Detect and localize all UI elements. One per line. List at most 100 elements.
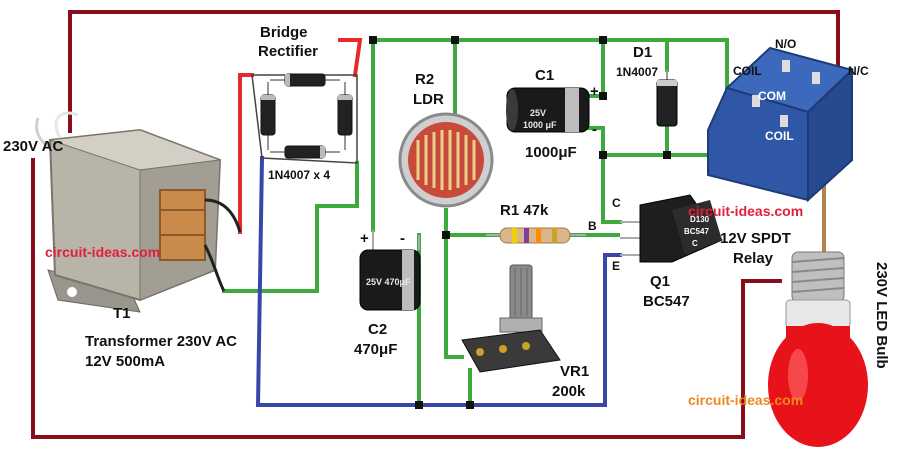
c2-minus: - [400, 230, 405, 247]
d1-body [656, 79, 678, 127]
ldr-to-vr1-wire [444, 208, 464, 359]
q1-face [672, 200, 722, 255]
watermark-right: circuit-ideas.com [688, 203, 803, 219]
positive-rail-top [371, 38, 729, 90]
d1-band [657, 80, 677, 86]
bulb-label: 230V LED Bulb [873, 262, 890, 369]
c1-ref: C1 [535, 67, 554, 84]
vr1-body [461, 329, 561, 373]
ldr-track [416, 130, 476, 190]
resistor-r1: R1 47k [486, 202, 586, 244]
c1-plus: + [590, 83, 599, 100]
vr1-terminal [522, 342, 530, 350]
junction-dot [466, 401, 474, 409]
transformer-ref: T1 [113, 305, 131, 322]
junction-dot [451, 36, 459, 44]
ac-input-label: 230V AC [3, 138, 63, 155]
q1-ref: Q1 [650, 273, 670, 290]
vr1-terminal [499, 345, 507, 353]
relay-coil-bottom: COIL [765, 129, 794, 143]
primary-lead-wire [35, 117, 53, 152]
vr1-ref: VR1 [560, 363, 589, 380]
watermark-bottom: circuit-ideas.com [688, 392, 803, 408]
junction-dots [369, 36, 671, 409]
bulb-highlight [788, 349, 808, 401]
d1-part: 1N4007 [616, 65, 658, 79]
relay-pin [812, 72, 820, 84]
c1-negative-wire [586, 126, 622, 224]
secondary-lead-wire [204, 198, 242, 233]
bridge-title-line2: Rectifier [258, 43, 318, 60]
diode-d1: D1 1N4007 [616, 44, 678, 127]
r1-band [552, 228, 557, 243]
ldr-r2: R2 LDR [398, 71, 494, 208]
c2-value: 470μF [354, 341, 397, 358]
transformer-to-bridge-wire [222, 161, 359, 293]
relay-no: N/O [775, 37, 796, 51]
junction-dot [663, 151, 671, 159]
ground-rail-wire [255, 155, 622, 407]
c1-value: 1000μF [525, 144, 577, 161]
c2-marking: 25V 470μF [366, 277, 411, 287]
bridge-rectifier: Bridge Rectifier 1N4007 x 4 [251, 24, 358, 182]
d1-cathode-wire [601, 38, 669, 72]
c1-marking-2: 1000 μF [523, 120, 557, 130]
c1-stripe [565, 88, 579, 132]
junction-dot [599, 36, 607, 44]
pin-b-label: B [588, 219, 597, 233]
pin-e-label: E [612, 259, 620, 273]
c2-ref: C2 [368, 321, 387, 338]
transformer-desc-line2: 12V 500mA [85, 353, 165, 370]
q1-part: BC547 [643, 293, 690, 310]
relay-pin [780, 115, 788, 127]
relay-com: COM [758, 89, 786, 103]
bridge-diode [270, 145, 340, 159]
transformer-coil [159, 189, 206, 261]
watermark-left: circuit-ideas.com [45, 244, 160, 260]
relay-coil-top: COIL [733, 64, 762, 78]
d1-ref: D1 [633, 44, 652, 61]
r1-band [536, 228, 541, 243]
capacitor-c2: 25V 470μF + - C2 470μF [354, 230, 421, 358]
transformer: T1 Transformer 230V AC 12V 500mA [35, 111, 242, 370]
bridge-diode [337, 82, 353, 150]
relay-desc-line2: Relay [733, 250, 774, 267]
junction-dot [442, 231, 450, 239]
ldr-name: LDR [413, 91, 444, 108]
bridge-diode [260, 82, 276, 150]
r1-band [512, 228, 517, 243]
junction-dot [599, 92, 607, 100]
c1-marking-1: 25V [530, 108, 546, 118]
primary-lead-wire [54, 111, 79, 139]
r1-label: R1 47k [500, 202, 549, 219]
relay-nc: N/C [848, 64, 869, 78]
secondary-lead-wire [203, 244, 226, 292]
transistor-q1: D130 BC547 C C B E Q1 BC547 [588, 194, 723, 310]
q1-marking-2: BC547 [684, 227, 709, 236]
transformer-desc-line1: Transformer 230V AC [85, 333, 237, 350]
relay: N/O N/C COIL COM COIL 12V SPDT Relay [707, 37, 869, 267]
q1-marking-1: D130 [690, 215, 710, 224]
bridge-diodes-label: 1N4007 x 4 [268, 168, 330, 182]
c1-end [506, 89, 518, 131]
relay-pin [752, 95, 760, 107]
capacitor-c1: 25V 1000 μF + - C1 1000μF [506, 67, 599, 161]
led-bulb: 230V LED Bulb [768, 251, 890, 447]
junction-dot [599, 151, 607, 159]
q1-marking-3: C [692, 239, 698, 248]
junction-dot [415, 401, 423, 409]
potentiometer-vr1: VR1 200k [461, 264, 589, 400]
positive-rail-wire [338, 38, 363, 78]
c2-stripe [402, 250, 414, 310]
pin-c-label: C [612, 196, 621, 210]
bridge-to-transformer-wire [238, 73, 254, 234]
vr1-bushing [499, 317, 543, 333]
transformer-mount-hole [67, 287, 77, 297]
c1-minus: - [592, 121, 597, 138]
bridge-diode [270, 73, 340, 87]
relay-side [807, 67, 853, 203]
vr1-terminal [476, 348, 484, 356]
ldr-ref: R2 [415, 71, 434, 88]
relay-desc-line1: 12V SPDT [720, 230, 791, 247]
